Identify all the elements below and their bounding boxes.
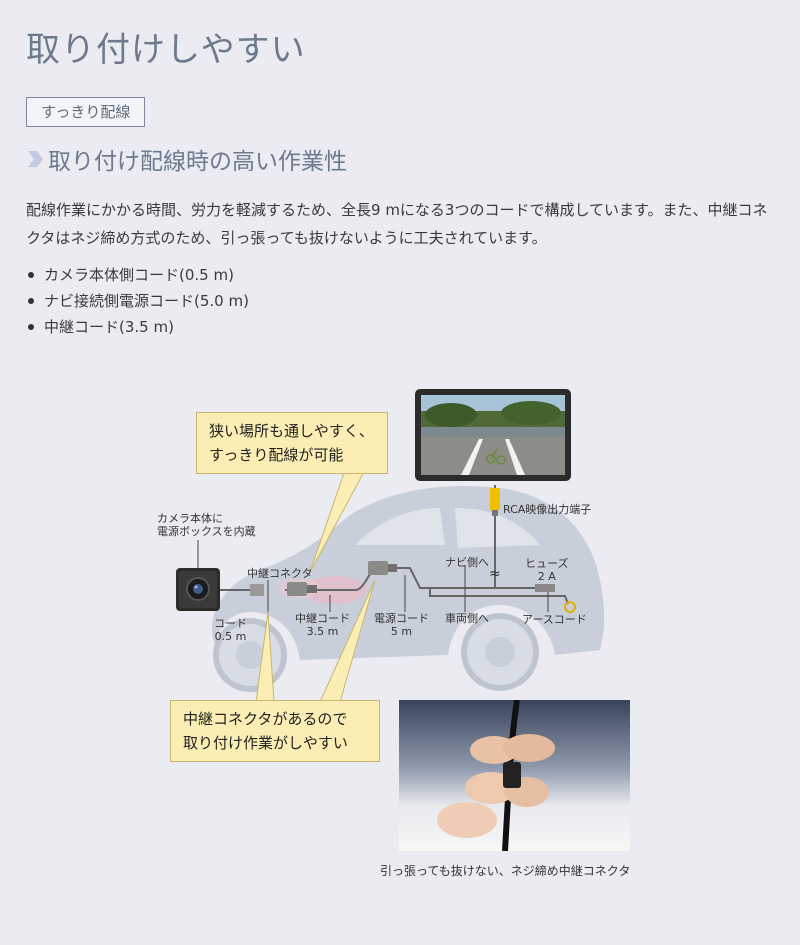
tilde-mark: ≈ — [489, 566, 501, 582]
label-line: 3.5 m — [306, 625, 339, 638]
label-line: 0.5 m — [214, 630, 247, 643]
label-vehicle: 車両側へ — [445, 612, 489, 625]
bullet-icon — [28, 324, 34, 330]
label-navi: ナビ側へ — [445, 556, 489, 569]
list-item-text: ナビ接続側電源コード(5.0 m) — [44, 292, 249, 310]
cable-power — [395, 567, 520, 589]
navi-monitor — [415, 389, 571, 481]
callout-line: 中継コネクタがあるので — [183, 710, 348, 728]
description: 配線作業にかかる時間、労力を軽減するため、全長9 mになる3つのコードで構成して… — [26, 201, 768, 247]
label-line: ヒューズ — [525, 557, 569, 570]
callout-line: 狭い場所も通しやすく、 — [209, 422, 374, 440]
label-code: コード 0.5 m — [214, 617, 247, 643]
rear-camera-view — [421, 395, 565, 475]
callout-line: すっきり配線が可能 — [209, 446, 344, 464]
list-item-text: 中継コード(3.5 m) — [44, 318, 174, 336]
label-line: 中継コード — [295, 612, 350, 625]
rear-camera — [176, 568, 220, 611]
label-rca: RCA映像出力端子 — [503, 503, 592, 516]
label-line: 5 m — [390, 625, 413, 638]
earth-terminal — [564, 601, 576, 613]
label-line: 2 A — [537, 570, 556, 583]
callout-line: 取り付け作業がしやすい — [183, 734, 348, 752]
bullet-icon — [28, 298, 34, 304]
power-connector — [368, 561, 388, 575]
page-title: 取り付けしやすい — [26, 30, 306, 70]
list-item: 中継コード(3.5 m) — [26, 314, 249, 340]
spec-list: カメラ本体側コード(0.5 m) ナビ接続側電源コード(5.0 m) 中継コード… — [26, 262, 249, 340]
relay-connector — [287, 582, 307, 596]
label-line: 電源ボックスを内蔵 — [157, 525, 256, 538]
list-item: カメラ本体側コード(0.5 m) — [26, 262, 249, 288]
camera-lens-icon — [179, 571, 217, 608]
callout-narrow-space: 狭い場所も通しやすく、 すっきり配線が可能 — [196, 412, 388, 474]
connector-photo — [399, 700, 630, 851]
chevron-right-icon — [28, 151, 43, 167]
list-item: ナビ接続側電源コード(5.0 m) — [26, 288, 249, 314]
label-camera: カメラ本体に 電源ボックスを内蔵 — [157, 512, 256, 538]
photo-caption: 引っ張っても抜けない、ネジ締め中継コネクタ — [380, 864, 631, 878]
hands-connector-image — [399, 700, 630, 851]
section-tag: すっきり配線 — [26, 97, 146, 127]
monitor-screen — [421, 395, 565, 475]
callout-easy-install: 中継コネクタがあるので 取り付け作業がしやすい — [170, 700, 380, 762]
label-relay-code: 中継コード 3.5 m — [295, 612, 350, 638]
label-line: カメラ本体に — [157, 512, 223, 525]
label-fuse: ヒューズ 2 A — [525, 557, 568, 583]
bullet-icon — [28, 272, 34, 278]
label-line: 電源コード — [374, 612, 429, 625]
section-subtitle-text: 取り付け配線時の高い作業性 — [48, 149, 347, 175]
rca-plug — [490, 488, 500, 510]
list-item-text: カメラ本体側コード(0.5 m) — [44, 266, 234, 284]
label-relay-connector: 中継コネクタ — [247, 567, 313, 580]
connector-camera-side — [250, 584, 264, 596]
fuse-holder — [535, 584, 555, 592]
label-earth: アースコード — [522, 613, 587, 626]
label-line: コード — [214, 617, 247, 630]
section-subtitle: 取り付け配線時の高い作業性 — [26, 142, 347, 176]
car-window-rear — [455, 508, 540, 548]
car-window-front — [355, 508, 445, 545]
label-power-code: 電源コード 5 m — [374, 612, 429, 638]
